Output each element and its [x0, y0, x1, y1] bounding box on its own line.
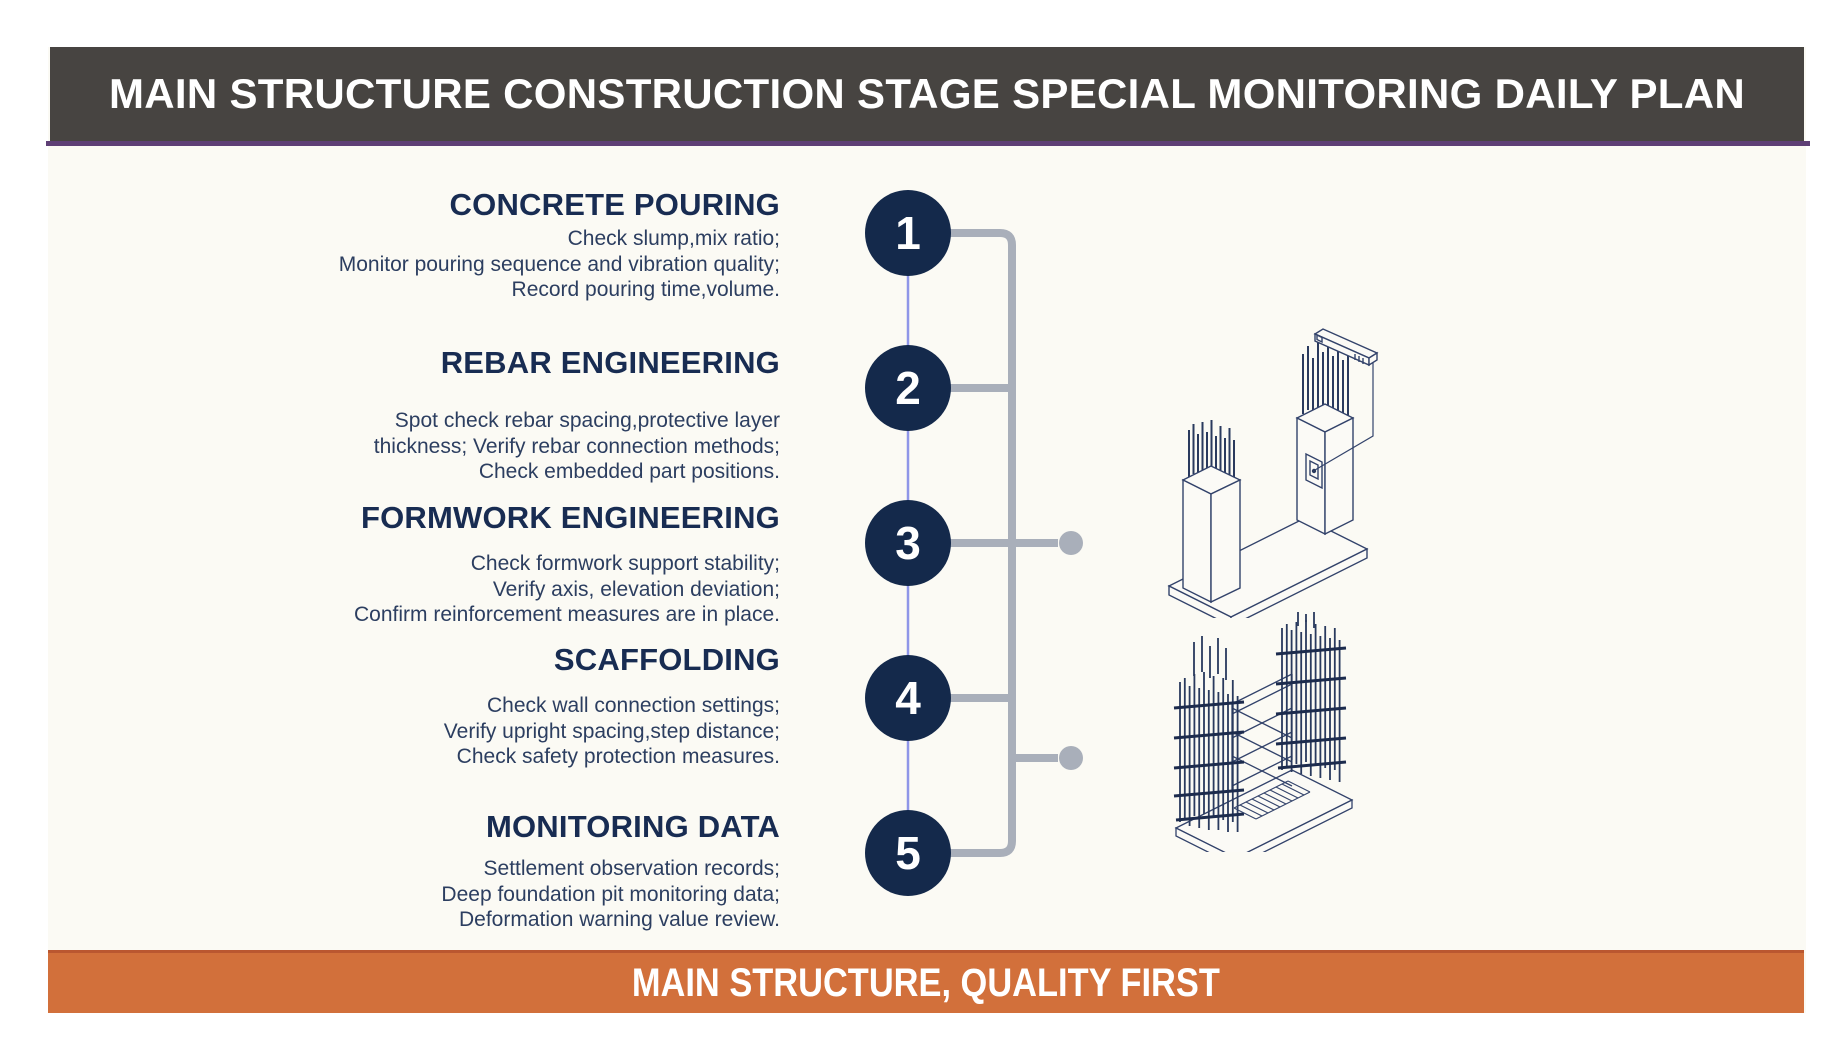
connector-dot-lower — [1059, 746, 1083, 770]
stage-4: SCAFFOLDING Check wall connection settin… — [300, 641, 780, 770]
stage-circle-4: 4 — [865, 655, 951, 741]
stage-5: MONITORING DATA Settlement observation r… — [300, 808, 780, 933]
stage-line: Record pouring time,volume. — [511, 278, 780, 301]
stage-4-body: Check wall connection settings; Verify u… — [300, 693, 780, 770]
stage-number: 5 — [895, 827, 921, 879]
stage-5-body: Settlement observation records; Deep fou… — [300, 856, 780, 933]
stage-line: Check slump,mix ratio; — [567, 227, 780, 250]
footer-banner: MAIN STRUCTURE, QUALITY FIRST — [48, 950, 1804, 1013]
stage-line: Check wall connection settings; — [487, 694, 780, 717]
title-bar: MAIN STRUCTURE CONSTRUCTION STAGE SPECIA… — [50, 47, 1804, 141]
stage-line: Verify upright spacing,step distance; — [443, 719, 780, 743]
scaffold-cage-illustration — [1173, 612, 1354, 852]
stage-3-body: Check formwork support stability; Verify… — [300, 551, 780, 628]
stage-line: Monitor pouring sequence and vibration q… — [338, 252, 780, 276]
title-underline — [46, 141, 1810, 146]
stage-line: Check safety protection measures. — [456, 745, 780, 768]
connector-dot-upper — [1059, 531, 1083, 555]
stage-2: REBAR ENGINEERING Spot check rebar spaci… — [300, 344, 780, 485]
stage-line: Deformation warning value review. — [459, 908, 780, 931]
stage-1: CONCRETE POURING Check slump,mix ratio; … — [300, 186, 780, 303]
stage-line: Verify axis, elevation deviation; — [492, 577, 780, 601]
footer-banner-text: MAIN STRUCTURE, QUALITY FIRST — [631, 960, 1220, 1005]
stage-number: 4 — [895, 672, 921, 724]
stage-4-title: SCAFFOLDING — [553, 642, 780, 677]
stage-line: Check formwork support stability; — [470, 552, 780, 575]
stage-5-title: MONITORING DATA — [485, 809, 780, 844]
stage-1-title: CONCRETE POURING — [449, 187, 780, 222]
stage-line: Spot check rebar spacing,protective laye… — [394, 409, 780, 432]
stage-number: 3 — [895, 517, 921, 569]
stage-circle-5: 5 — [865, 810, 951, 896]
stage-2-body: Spot check rebar spacing,protective laye… — [300, 408, 780, 485]
stage-circle-1: 1 — [865, 190, 951, 276]
stage-circle-2: 2 — [865, 345, 951, 431]
stage-line: Confirm reinforcement measures are in pl… — [353, 603, 780, 626]
stage-line: Settlement observation records; — [483, 857, 780, 880]
stage-line: thickness; Verify rebar connection metho… — [373, 434, 780, 458]
timeline-connector — [906, 229, 1083, 857]
rebar-columns-illustration — [1167, 328, 1379, 618]
stage-2-title: REBAR ENGINEERING — [440, 345, 780, 380]
stage-line: Check embedded part positions. — [478, 460, 780, 483]
stage-line: Deep foundation pit monitoring data; — [441, 882, 780, 906]
stage-3-title: FORMWORK ENGINEERING — [360, 500, 780, 535]
stage-circle-3: 3 — [865, 500, 951, 586]
connector-stubs — [950, 384, 1058, 762]
stage-1-body: Check slump,mix ratio; Monitor pouring s… — [300, 226, 780, 303]
page-title: MAIN STRUCTURE CONSTRUCTION STAGE SPECIA… — [109, 70, 1745, 117]
stage-3: FORMWORK ENGINEERING Check formwork supp… — [300, 499, 780, 628]
stage-number: 2 — [895, 362, 921, 414]
stage-number: 1 — [895, 207, 921, 259]
